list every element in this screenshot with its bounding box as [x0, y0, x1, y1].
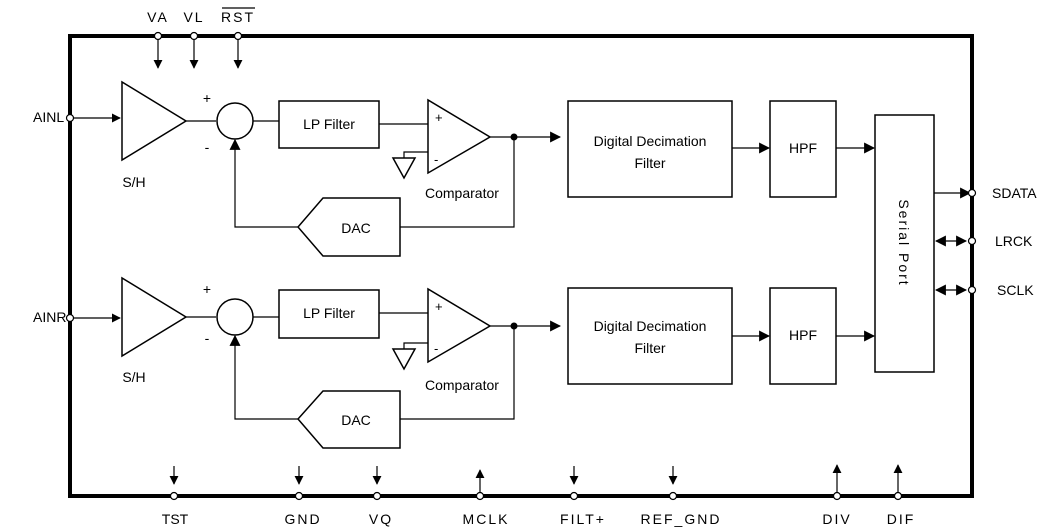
top-pins: VA VL RST [147, 7, 255, 69]
comparator-plus-r: + [435, 299, 443, 314]
comparator-ground-wire-l [403, 151, 428, 158]
hpf-label-r: HPF [789, 327, 817, 343]
serial-port-block [874, 114, 935, 373]
sample-hold-amplifier-r [121, 276, 188, 358]
lrck-pin-terminal [967, 236, 977, 246]
comparator-minus-r: - [434, 341, 438, 356]
decimation-label-line1-r: Digital Decimation [594, 318, 707, 334]
vl-pin-terminal [189, 31, 199, 41]
sample-hold-amplifier-l [121, 80, 188, 162]
sample-hold-label-r: S/H [122, 369, 145, 385]
ainl-pin-terminal [65, 113, 75, 123]
hpf-label-l: HPF [789, 140, 817, 156]
pin-label-va: VA [147, 9, 169, 25]
hpf-block-r [769, 287, 837, 385]
pin-label-tst: TST [162, 511, 189, 527]
dif-pin-terminal [893, 491, 903, 501]
pin-label-gnd: GND [284, 511, 321, 527]
gnd-pin-terminal [294, 491, 304, 501]
sclk-pin-terminal [967, 285, 977, 295]
comparator-label-l: Comparator [425, 185, 499, 201]
ground-symbol-r [391, 348, 417, 371]
pin-label-sclk: SCLK [997, 282, 1034, 298]
comparator-label-r: Comparator [425, 377, 499, 393]
serial-port: Serial Port SDATA LRCK SCLK [874, 114, 1037, 373]
pin-label-sdata: SDATA [992, 185, 1037, 201]
channel-right: AINR S/H + - LP Filter + - Comparator Di… [33, 276, 876, 449]
ref-gnd-pin-terminal [668, 491, 678, 501]
lp-filter-label-l: LP Filter [303, 116, 355, 132]
lp-filter-block-r [278, 289, 380, 339]
dac-label-l: DAC [341, 220, 371, 236]
feedback-wire-to-dac-r [400, 326, 515, 420]
dac-to-summer-wire-r [229, 334, 298, 420]
ground-symbol-l [391, 157, 417, 180]
feedback-wire-to-dac-l [400, 137, 515, 228]
pin-label-dif: DIF [887, 511, 916, 527]
dac-block-l [297, 197, 401, 257]
rst-pin-terminal [233, 31, 243, 41]
summer-minus-r: - [205, 330, 210, 346]
summing-junction-l [216, 102, 254, 140]
decimation-label-line2-r: Filter [634, 340, 665, 356]
pin-label-ainr: AINR [33, 309, 66, 325]
pin-label-vq: VQ [369, 511, 393, 527]
serial-port-label: Serial Port [896, 199, 912, 286]
lp-filter-block-l [278, 100, 380, 149]
summer-minus-l: - [205, 139, 210, 155]
comparator-r [427, 287, 492, 364]
summer-plus-l: + [203, 90, 211, 106]
decimation-filter-block-l [567, 100, 733, 198]
sample-hold-label-l: S/H [122, 174, 145, 190]
tst-pin-terminal [169, 491, 179, 501]
comparator-minus-l: - [434, 152, 438, 167]
channel-left: AINL S/H + - LP Filter + - Comparator Di… [33, 80, 876, 257]
dac-to-summer-wire-l [229, 138, 298, 228]
pin-label-mclk: MCLK [463, 511, 510, 527]
pin-label-lrck: LRCK [995, 233, 1033, 249]
decimation-label-line2-l: Filter [634, 155, 665, 171]
chip-boundary [68, 34, 974, 498]
decimation-label-line1-l: Digital Decimation [594, 133, 707, 149]
comparator-plus-l: + [435, 110, 443, 125]
decimation-filter-block-r [567, 287, 733, 385]
pin-label-filt: FILT+ [560, 511, 606, 527]
dac-block-r [297, 390, 401, 449]
pin-label-ainl: AINL [33, 109, 64, 125]
filt-pin-terminal [569, 491, 579, 501]
pin-label-vl: VL [183, 9, 204, 25]
summer-plus-r: + [203, 281, 211, 297]
lp-filter-label-r: LP Filter [303, 305, 355, 321]
summing-junction-r [216, 298, 254, 336]
comparator-ground-wire-r [403, 342, 428, 349]
bottom-pins: TST GND VQ MCLK FILT+ REF_GND DIV DIF [162, 464, 916, 527]
ainr-pin-terminal [65, 313, 75, 323]
mclk-pin-terminal [475, 491, 485, 501]
pin-label-rst: RST [221, 9, 255, 25]
pin-label-div: DIV [822, 511, 851, 527]
sdata-pin-terminal [967, 188, 977, 198]
div-pin-terminal [832, 491, 842, 501]
vq-pin-terminal [372, 491, 382, 501]
dac-label-r: DAC [341, 412, 371, 428]
pin-label-ref-gnd: REF_GND [641, 511, 722, 527]
comparator-l [427, 98, 492, 175]
hpf-block-l [769, 100, 837, 198]
va-pin-terminal [153, 31, 163, 41]
